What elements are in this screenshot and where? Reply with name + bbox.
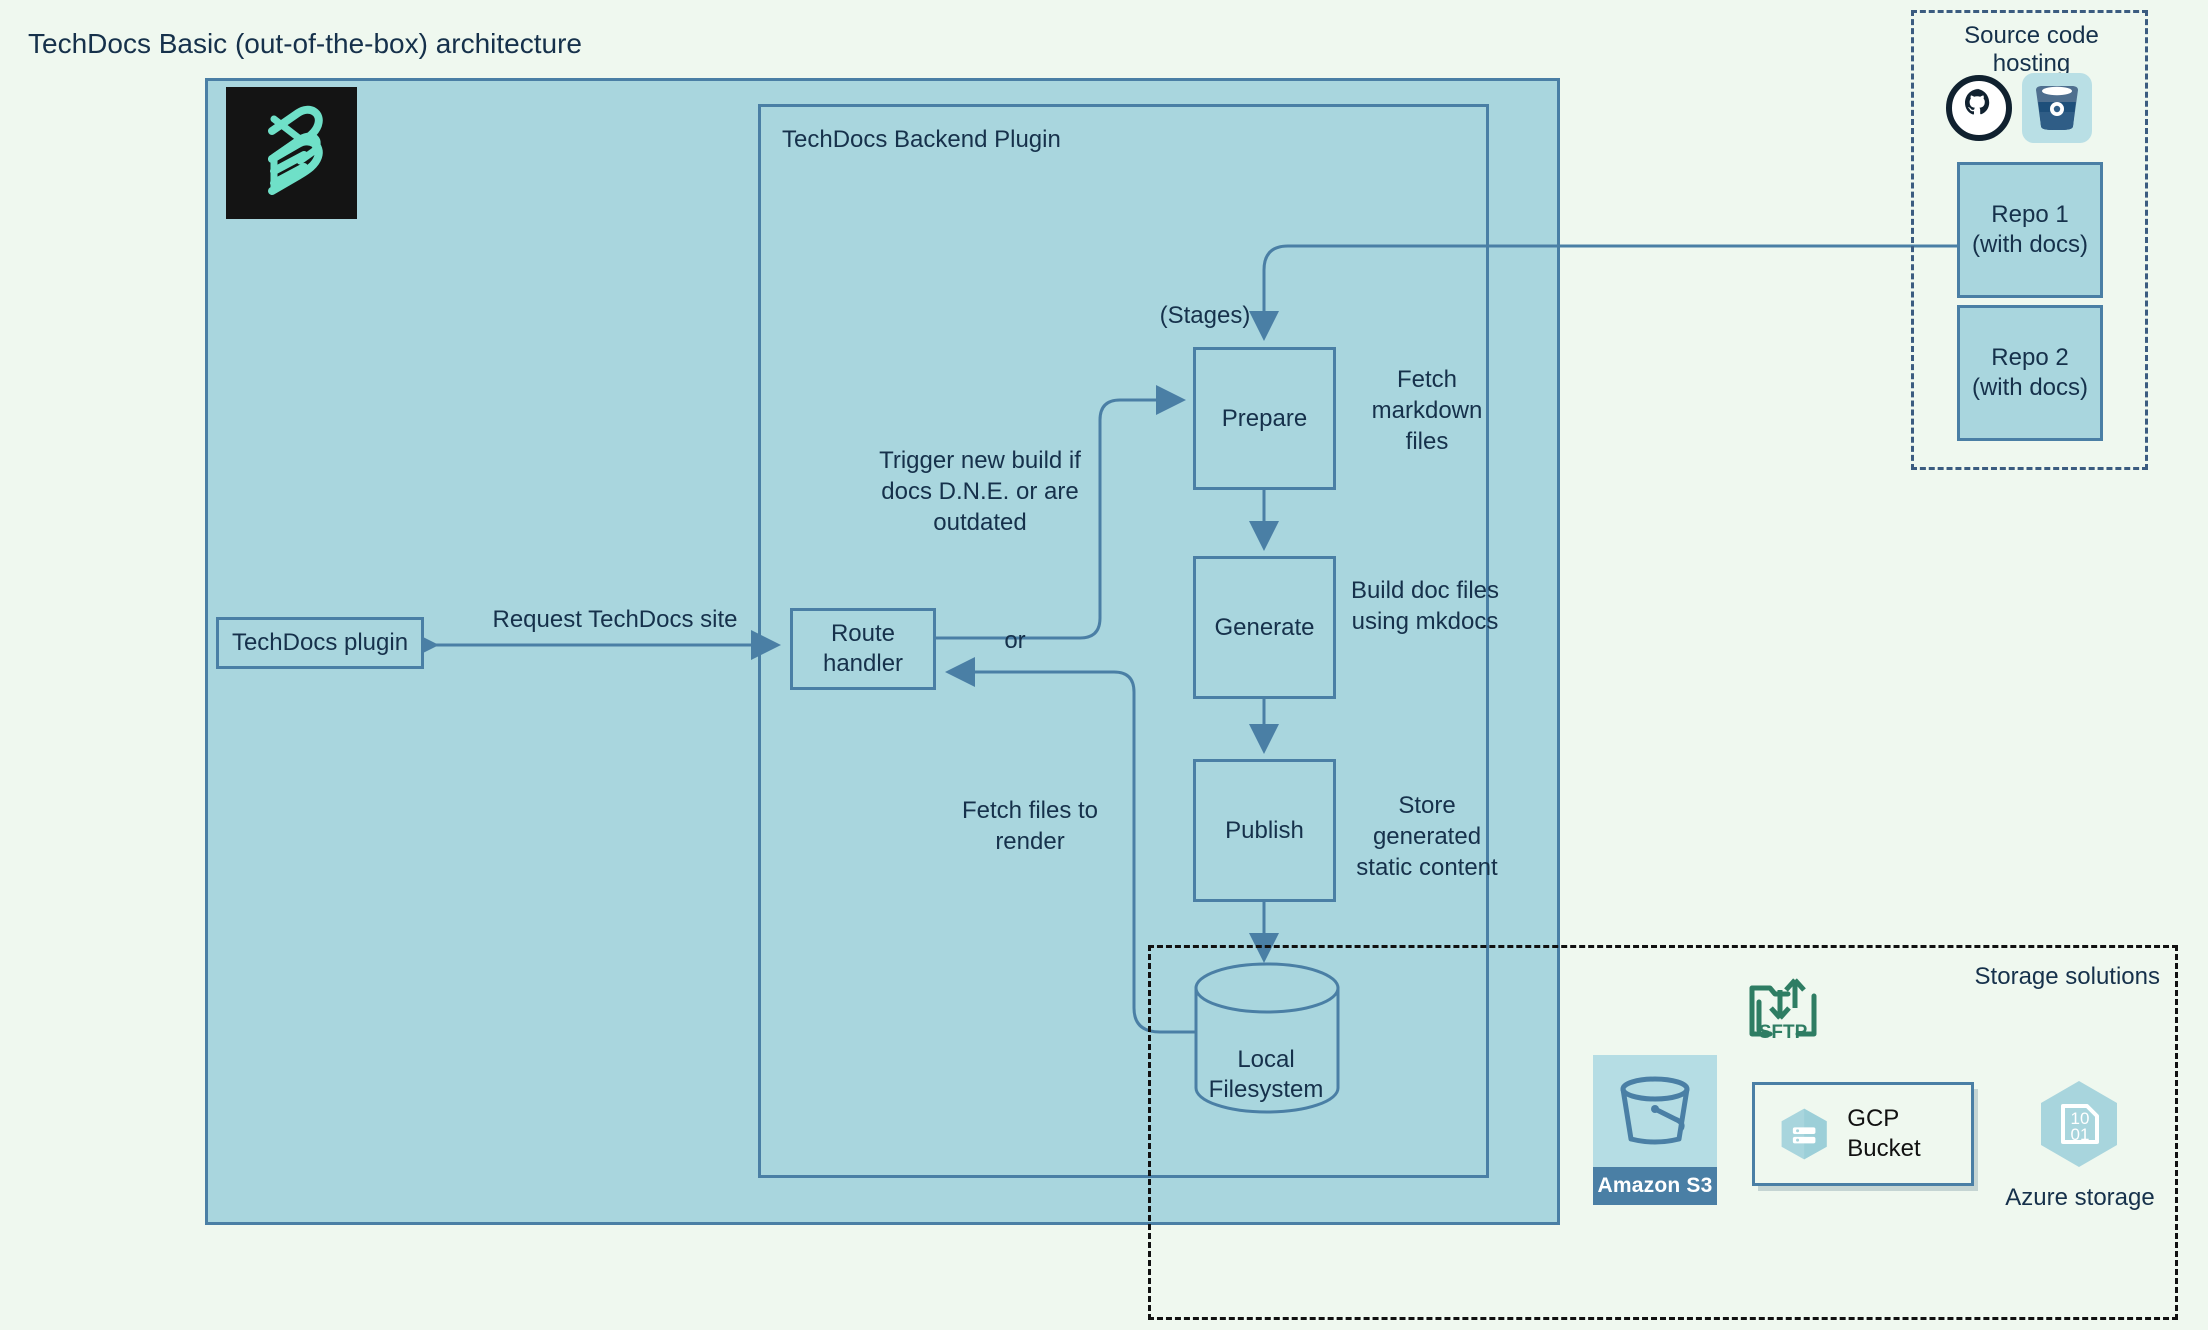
repo-2-line2: (with docs): [1971, 374, 2089, 401]
local-filesystem-cylinder: [1194, 962, 1340, 1114]
prepare-description: Fetch markdown files: [1371, 366, 1483, 456]
azure-storage-label: Azure storage: [2005, 1184, 2155, 1211]
stage-prepare-node[interactable]: Prepare: [1193, 347, 1336, 490]
stages-label: (Stages): [1159, 302, 1251, 329]
github-icon: [1946, 75, 2012, 141]
svg-text:SFTP: SFTP: [1759, 1022, 1808, 1042]
bitbucket-icon: [2022, 73, 2092, 143]
route-handler-node[interactable]: Route handler: [790, 608, 936, 690]
repo-2-line1: Repo 2: [1991, 344, 2069, 371]
publish-description: Store generated static content: [1356, 792, 1498, 882]
fetch-files-to-render-label: Fetch files to render: [961, 797, 1099, 856]
repo-2-node[interactable]: Repo 2 (with docs): [1957, 305, 2103, 441]
source-code-hosting-group: [1911, 10, 2148, 470]
request-techdocs-site-label: Request TechDocs site: [492, 606, 738, 633]
storage-solutions-group: [1148, 945, 2178, 1320]
local-filesystem-label: Local Filesystem: [1208, 1046, 1324, 1103]
techdocs-backend-plugin-label: TechDocs Backend Plugin: [782, 126, 1061, 153]
techdocs-plugin-node[interactable]: TechDocs plugin: [216, 617, 424, 669]
backstage-logo: [226, 87, 357, 219]
amazon-s3-label: Amazon S3: [1593, 1167, 1717, 1205]
repo-1-line1: Repo 1: [1991, 201, 2069, 228]
trigger-build-label: Trigger new build if docs D.N.E. or are …: [879, 447, 1081, 537]
amazon-s3-icon: Amazon S3: [1593, 1055, 1717, 1205]
gcp-bucket-label: GCP Bucket: [1847, 1105, 1921, 1162]
sftp-folder-icon: SFTP: [1746, 968, 1820, 1043]
repo-1-line2: (with docs): [1971, 231, 2089, 258]
svg-text:01: 01: [2071, 1125, 2090, 1144]
source-code-hosting-title: Source code hosting: [1964, 22, 2099, 77]
or-label: or: [1004, 627, 1026, 654]
stage-generate-node[interactable]: Generate: [1193, 556, 1336, 699]
route-handler-label: Route handler: [822, 620, 904, 677]
azure-hexagon-icon: 10 01: [2033, 1078, 2125, 1170]
svg-text:10: 10: [2071, 1109, 2090, 1128]
generate-description: Build doc files using mkdocs: [1350, 577, 1500, 636]
page-title: TechDocs Basic (out-of-the-box) architec…: [28, 28, 582, 59]
repo-1-node[interactable]: Repo 1 (with docs): [1957, 162, 2103, 298]
gcp-hexagon-icon: [1781, 1108, 1827, 1160]
gcp-bucket-icon: GCP Bucket: [1752, 1082, 1974, 1186]
storage-solutions-title: Storage solutions: [1974, 963, 2160, 990]
s3-bucket-icon: [1593, 1055, 1717, 1167]
stage-publish-node[interactable]: Publish: [1193, 759, 1336, 902]
